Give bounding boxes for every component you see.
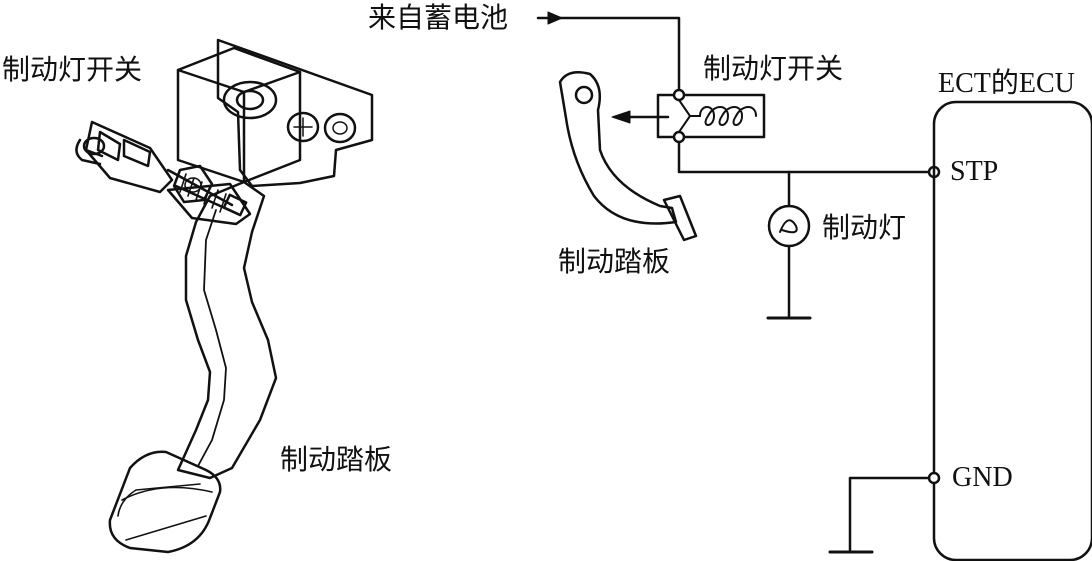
wiring-schematic xyxy=(536,11,1092,561)
ecu-label: ECT的ECU xyxy=(938,68,1075,99)
pedal-label-right: 制动踏板 xyxy=(558,245,671,278)
gnd-label: GND xyxy=(952,462,1013,493)
pedal-assembly-illustration xyxy=(75,38,374,554)
switch-illustration xyxy=(75,120,252,226)
pedal-arm xyxy=(176,180,278,480)
battery-arrow xyxy=(547,11,563,25)
battery-label: 来自蓄电池 xyxy=(368,1,509,34)
switch-coil xyxy=(699,106,757,126)
pedal-label-left: 制动踏板 xyxy=(280,443,393,476)
pivot-cylinder xyxy=(222,80,278,120)
stop-lamp-symbol xyxy=(767,204,811,248)
gnd-junction xyxy=(927,471,941,485)
ecu-box xyxy=(932,100,1092,561)
schematic-pedal xyxy=(558,71,678,225)
stp-wire xyxy=(677,140,936,174)
bracket-box xyxy=(176,46,302,184)
bracket-plate xyxy=(216,38,374,188)
lamp-label: 制动灯 xyxy=(822,211,907,244)
switch-box xyxy=(656,93,766,139)
switch-terminal-top xyxy=(672,88,686,102)
bolt-left xyxy=(286,111,320,143)
stp-label: STP xyxy=(950,156,999,187)
battery-wire xyxy=(536,16,681,94)
bolt-right xyxy=(323,112,357,144)
switch-label-right: 制动灯开关 xyxy=(703,52,844,85)
gnd-wire xyxy=(848,476,931,552)
switch-label-left: 制动灯开关 xyxy=(2,53,143,86)
switch-terminal-bottom xyxy=(672,130,686,144)
pedal-pad xyxy=(108,450,222,554)
bracket-box-top xyxy=(176,68,302,94)
